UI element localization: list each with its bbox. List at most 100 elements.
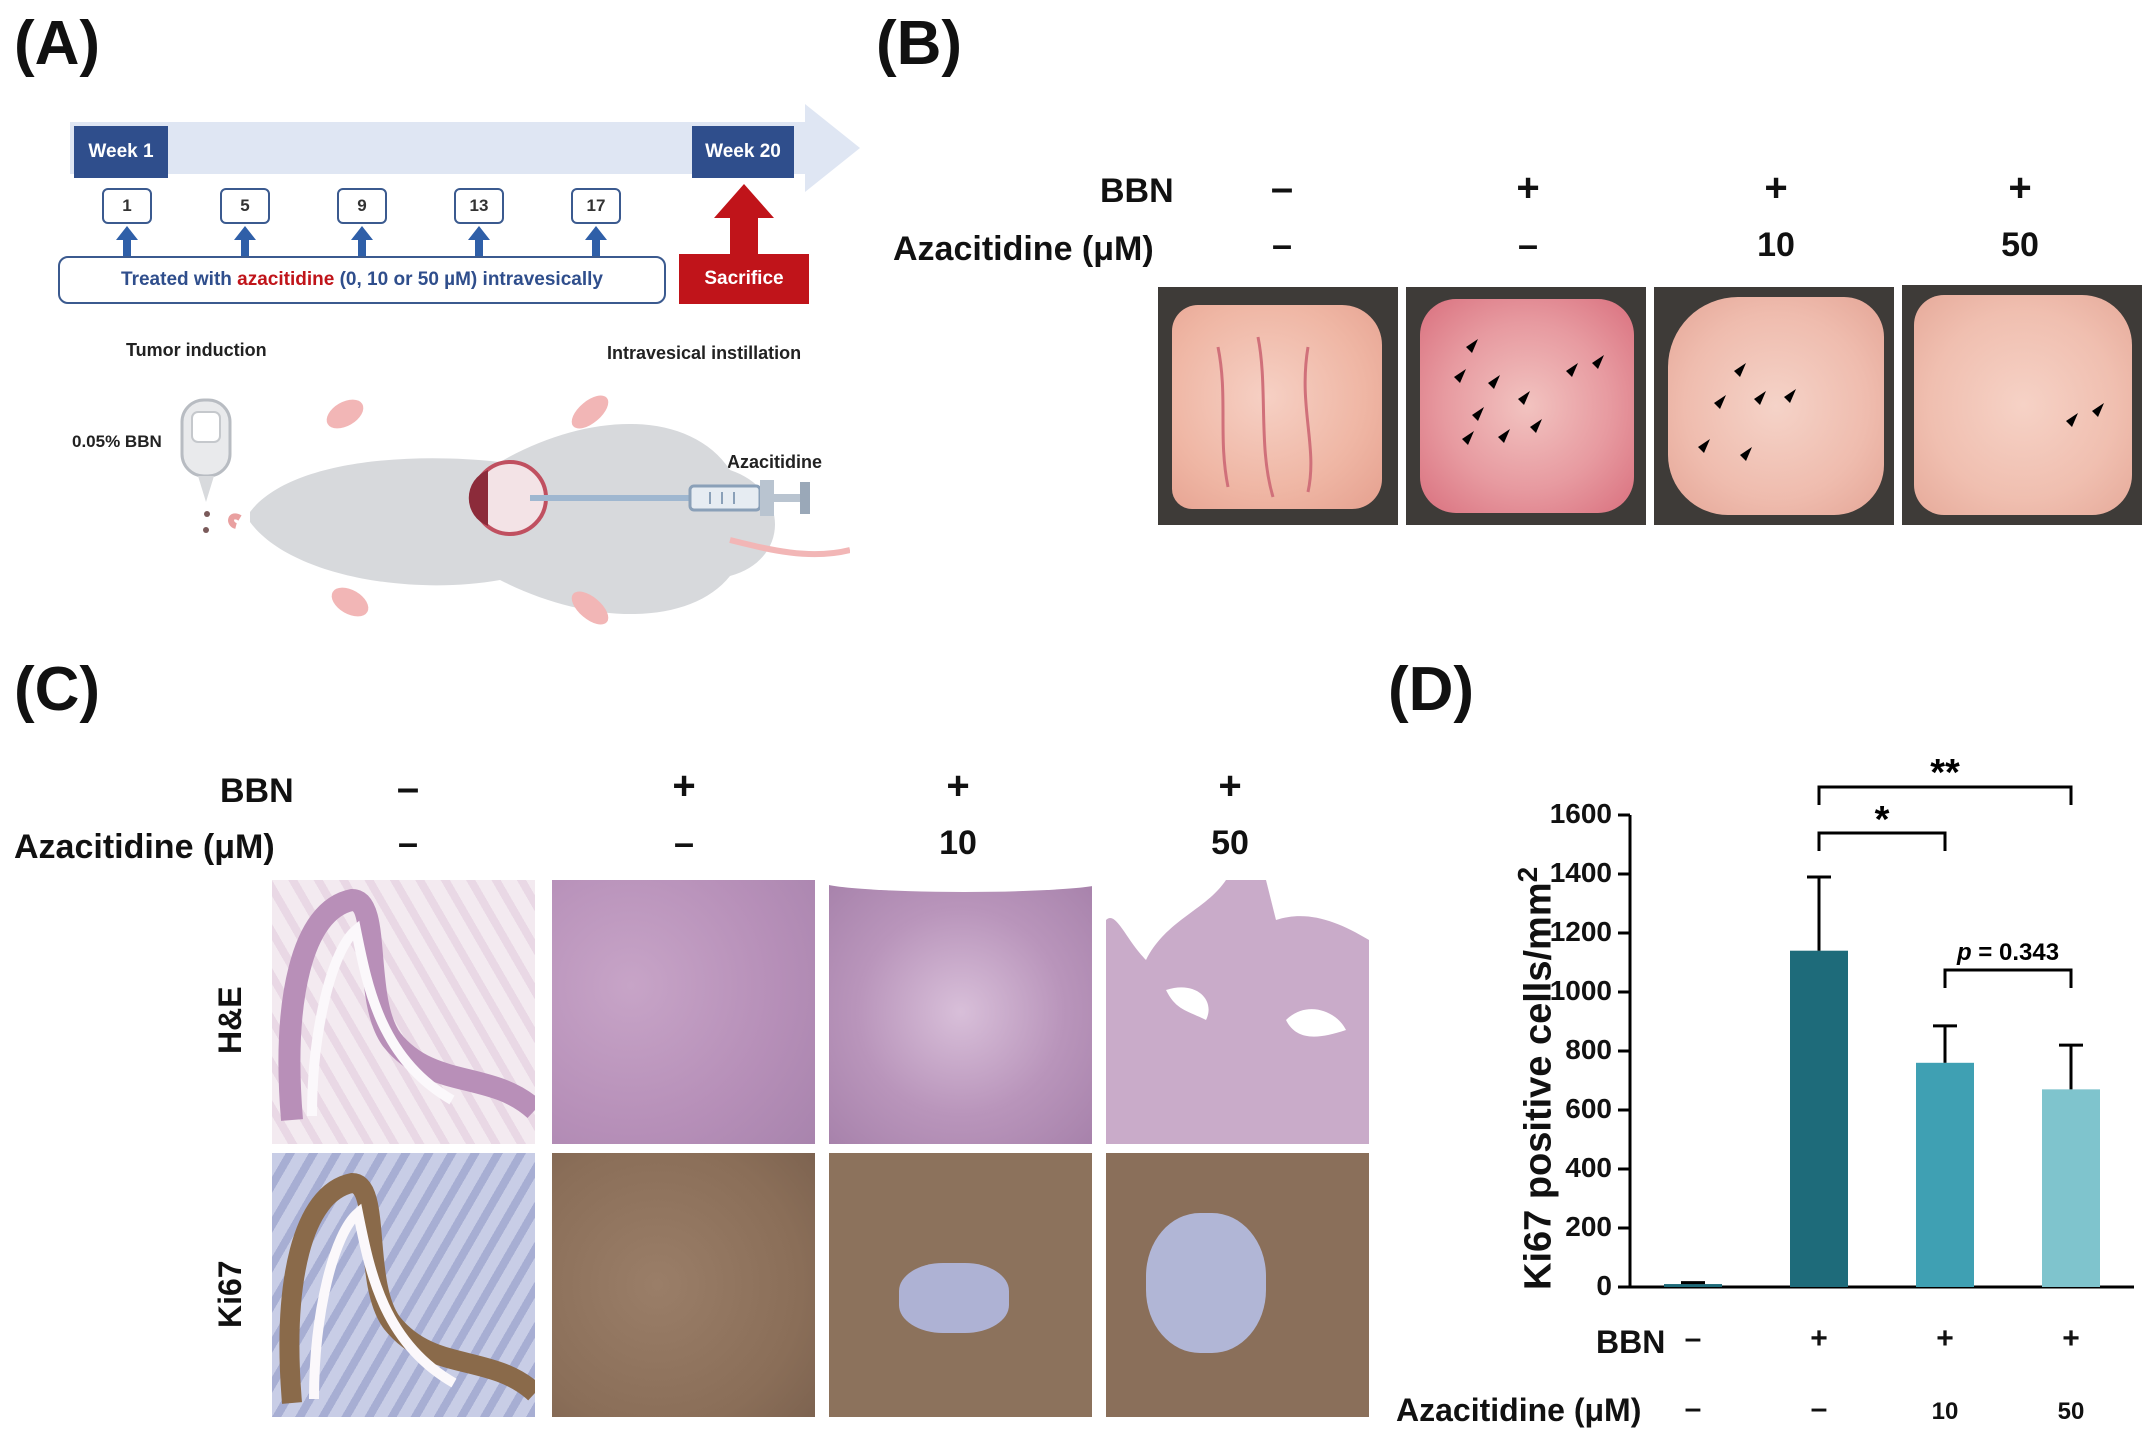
b-row-aza-label: Azacitidine (μM)	[893, 230, 1154, 268]
y-tick-label: 600	[1565, 1093, 1612, 1124]
panel-a-label: (A)	[14, 9, 101, 78]
ki67-image-aza50	[1106, 1153, 1369, 1417]
dose-arrow-icon	[116, 226, 138, 260]
sacrifice-arrow-icon	[714, 184, 774, 258]
b-bbn-4: +	[2008, 166, 2032, 210]
sig-bracket-2-3	[1817, 831, 1947, 851]
bar-3	[1916, 1062, 1974, 1287]
mouse-illustration	[180, 395, 850, 625]
c-bbn-2: +	[672, 764, 696, 808]
week-start-box: Week 1	[74, 126, 168, 178]
syringe-icon	[688, 480, 810, 516]
bar-1	[1664, 1284, 1722, 1287]
y-tick-label: 1400	[1549, 857, 1612, 888]
c-aza-2: –	[673, 822, 695, 863]
intravesical-label: Intravesical instillation	[607, 343, 802, 363]
c-aza-3: 10	[939, 824, 977, 862]
he-image-bbn	[552, 880, 815, 1144]
panel-d-label: (D)	[1388, 655, 1475, 724]
week-end-label: Week 20	[705, 141, 781, 162]
week-start-label: Week 1	[88, 141, 154, 162]
y-tick-label: 0	[1596, 1270, 1612, 1301]
sig-label-star: *	[1875, 799, 1890, 841]
d-bbn-2: +	[1810, 1322, 1828, 1355]
c-row-aza-label: Azacitidine (μM)	[14, 828, 275, 866]
p-symbol: p	[1956, 939, 1972, 966]
p-value: = 0.343	[1972, 939, 2059, 966]
y-tick-label: 1200	[1549, 916, 1612, 947]
dose-arrow-icon	[234, 226, 256, 260]
y-tick-label: 800	[1565, 1034, 1612, 1065]
dose-arrow-icon	[585, 226, 607, 260]
c-bbn-1: –	[396, 766, 420, 810]
p-value-label: p = 0.343	[1956, 939, 2059, 966]
y-tick-label: 400	[1565, 1152, 1612, 1183]
he-image-aza50	[1106, 880, 1369, 1144]
bladder-photo-aza10	[1654, 287, 1894, 525]
tumor-arrows	[1454, 339, 1604, 445]
c-aza-4: 50	[1211, 824, 1249, 862]
y-tick-label: 1600	[1549, 798, 1612, 829]
ki67-image-control	[272, 1153, 535, 1417]
ki67-image-bbn	[552, 1153, 815, 1417]
treatment-drug: azacitidine	[237, 269, 335, 290]
bar-2	[1790, 950, 1848, 1287]
bbn-bottle-label: 0.05% BBN	[72, 432, 162, 451]
day-box-5: 5	[220, 188, 270, 224]
sig-label-double-star: **	[1930, 752, 1960, 794]
panel-c-label: (C)	[14, 655, 101, 724]
treatment-box: Treated with azacitidine (0, 10 or 50 µM…	[58, 256, 666, 304]
day-box-17: 17	[571, 188, 621, 224]
dose-arrows	[116, 226, 607, 260]
c-row-bbn-label: BBN	[220, 772, 294, 810]
week-end-box: Week 20	[692, 126, 794, 178]
b-row-bbn-label: BBN	[1100, 172, 1174, 210]
he-image-control	[272, 880, 535, 1144]
bladder-icon	[468, 460, 690, 536]
d-aza-2: –	[1810, 1392, 1828, 1425]
d-row-aza-label: Azacitidine (μM)	[1396, 1392, 1642, 1428]
bbn-bottle-icon	[180, 398, 232, 533]
b-aza-4: 50	[2001, 226, 2039, 264]
d-bbn-3: +	[1936, 1322, 1954, 1355]
sacrifice-label: Sacrifice	[704, 268, 784, 289]
b-aza-3: 10	[1757, 226, 1795, 264]
day-box-13: 13	[454, 188, 504, 224]
bladder-photo-aza50	[1902, 285, 2142, 525]
c-bbn-4: +	[1218, 764, 1242, 808]
d-row-bbn-label: BBN	[1596, 1324, 1666, 1360]
b-aza-1: –	[1271, 224, 1293, 265]
he-image-aza10	[829, 880, 1092, 1144]
day-box-9: 9	[337, 188, 387, 224]
tumor-induction-label: Tumor induction	[126, 340, 267, 360]
dose-arrow-icon	[468, 226, 490, 260]
b-bbn-2: +	[1516, 166, 1540, 210]
b-aza-2: –	[1517, 224, 1539, 265]
d-aza-3: 10	[1931, 1398, 1959, 1425]
ki67-image-aza10	[829, 1153, 1092, 1417]
sacrifice-box: Sacrifice	[679, 254, 809, 304]
panel-b-label: (B)	[876, 9, 963, 78]
sig-bracket-2-4	[1817, 785, 2073, 805]
c-bbn-3: +	[946, 764, 970, 808]
treatment-suffix: (0, 10 or 50 µM) intravesically	[334, 269, 603, 290]
day-box-1: 1	[102, 188, 152, 224]
treatment-prefix: Treated with	[121, 269, 238, 290]
y-tick-label: 200	[1565, 1211, 1612, 1242]
bar-4	[2042, 1089, 2100, 1287]
d-bbn-1: –	[1684, 1322, 1702, 1355]
c-aza-1: –	[397, 822, 419, 863]
timeline-arrow	[70, 104, 860, 192]
d-aza-4: 50	[2057, 1398, 2085, 1425]
tumor-arrows	[1698, 363, 1796, 461]
y-tick-label: 1000	[1549, 975, 1612, 1006]
b-bbn-1: –	[1270, 166, 1294, 210]
dose-arrow-icon	[351, 226, 373, 260]
tumor-arrows	[2066, 403, 2104, 427]
d-bbn-4: +	[2062, 1322, 2080, 1355]
syringe-label: Azacitidine	[727, 452, 823, 472]
b-bbn-3: +	[1764, 166, 1788, 210]
d-aza-1: –	[1684, 1392, 1702, 1425]
sig-bracket-3-4	[1943, 968, 2073, 988]
